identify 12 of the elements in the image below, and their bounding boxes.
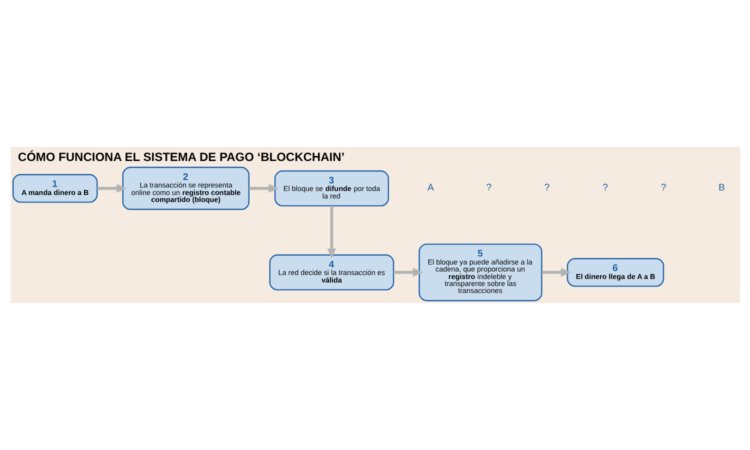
label: ? [486, 182, 492, 194]
diagram-title: CÓMO FUNCIONA EL SISTEMA DE PAGO ‘BLOCKCHAIN’ [17, 150, 344, 164]
arrow [326, 206, 336, 259]
arrow [393, 268, 422, 277]
label: ? [602, 182, 608, 194]
arrow [96, 184, 126, 193]
label: ? [544, 182, 550, 194]
label: ? [660, 182, 666, 194]
arrow [248, 184, 278, 193]
label: A [426, 182, 434, 194]
label: B [718, 182, 724, 194]
arrow [541, 268, 570, 277]
